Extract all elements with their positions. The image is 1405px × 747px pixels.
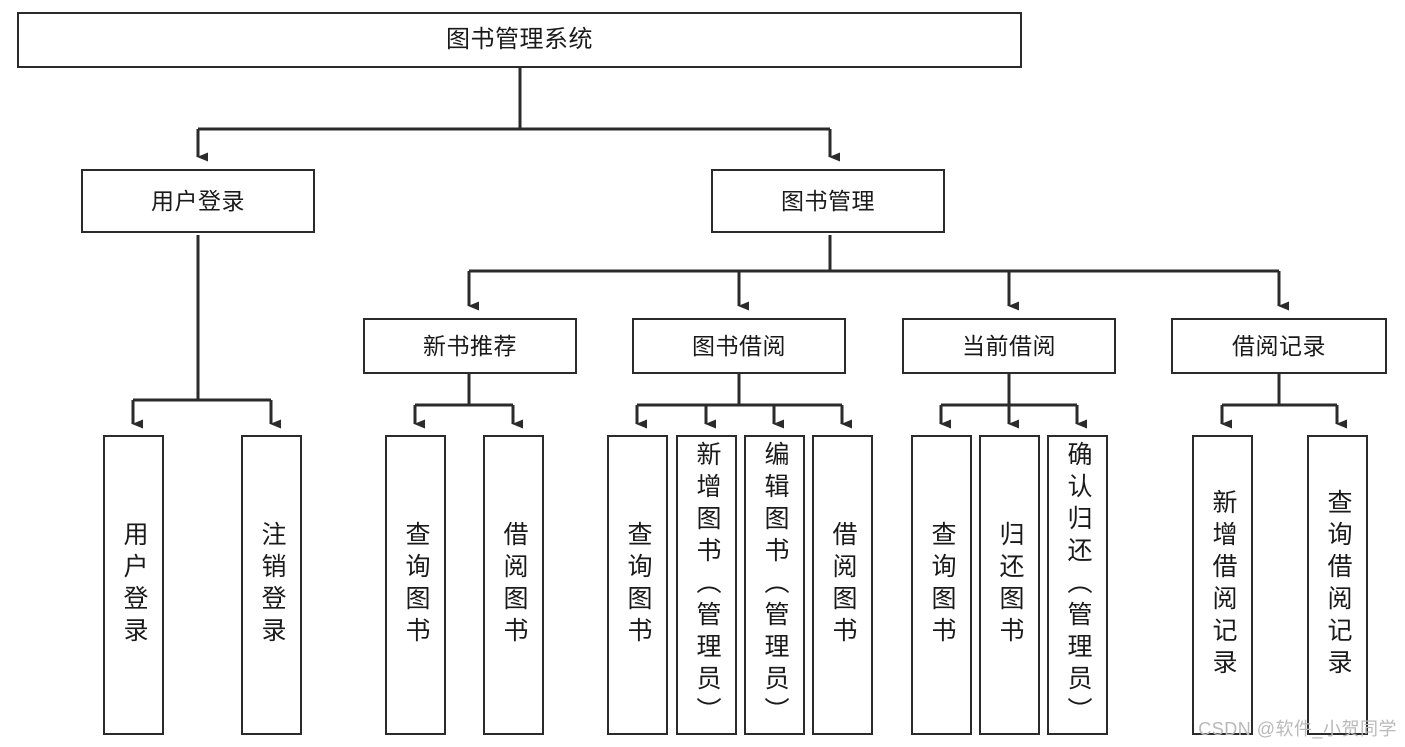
leaf-current-borrow-return[interactable]: 归还图书 [979,435,1040,735]
node-book-borrow[interactable]: 图书借阅 [632,318,846,374]
node-new-book-recommend[interactable]: 新书推荐 [363,318,577,374]
leaf-new-book-borrow[interactable]: 借阅图书 [483,435,544,735]
node-label: 注销登录 [258,521,286,649]
node-current-borrow[interactable]: 当前借阅 [902,318,1116,374]
leaf-borrow-record-query[interactable]: 查询借阅记录 [1307,435,1368,735]
leaf-user-login-login[interactable]: 用户登录 [103,435,164,735]
leaf-book-borrow-query[interactable]: 查询图书 [607,435,668,735]
node-book-management[interactable]: 图书管理 [711,169,945,233]
node-root-book-management-system[interactable]: 图书管理系统 [17,12,1022,68]
node-label: 图书管理 [781,187,875,214]
leaf-current-borrow-confirm-return[interactable]: 确认归还（管理员） [1047,435,1108,735]
node-label: 图书借阅 [692,332,786,359]
node-label: 归还图书 [996,521,1024,649]
node-label: 确认归还（管理员） [1064,441,1092,729]
node-label: 新增图书（管理员） [693,441,721,729]
node-label: 图书管理系统 [446,26,593,53]
node-label: 借阅图书 [500,521,528,649]
node-label: 新书推荐 [423,332,517,359]
leaf-book-borrow-add[interactable]: 新增图书（管理员） [676,435,737,735]
node-label: 当前借阅 [962,332,1056,359]
watermark: CSDN @软件_小贺同学 [1198,719,1397,739]
node-label: 借阅记录 [1232,332,1326,359]
leaf-user-login-logout[interactable]: 注销登录 [241,435,302,735]
node-label: 查询图书 [624,521,652,649]
node-label: 借阅图书 [829,521,857,649]
node-label: 新增借阅记录 [1209,489,1237,681]
node-user-login[interactable]: 用户登录 [81,169,315,233]
node-label: 用户登录 [151,187,245,214]
leaf-current-borrow-query[interactable]: 查询图书 [911,435,972,735]
leaf-book-borrow-borrow[interactable]: 借阅图书 [812,435,873,735]
node-label: 用户登录 [120,521,148,649]
node-label: 查询借阅记录 [1324,489,1352,681]
leaf-book-borrow-edit[interactable]: 编辑图书（管理员） [744,435,805,735]
node-label: 查询图书 [928,521,956,649]
node-label: 查询图书 [402,521,430,649]
leaf-borrow-record-add[interactable]: 新增借阅记录 [1192,435,1253,735]
node-borrow-record[interactable]: 借阅记录 [1171,318,1387,374]
node-label: 编辑图书（管理员） [761,441,789,729]
leaf-new-book-query[interactable]: 查询图书 [385,435,446,735]
